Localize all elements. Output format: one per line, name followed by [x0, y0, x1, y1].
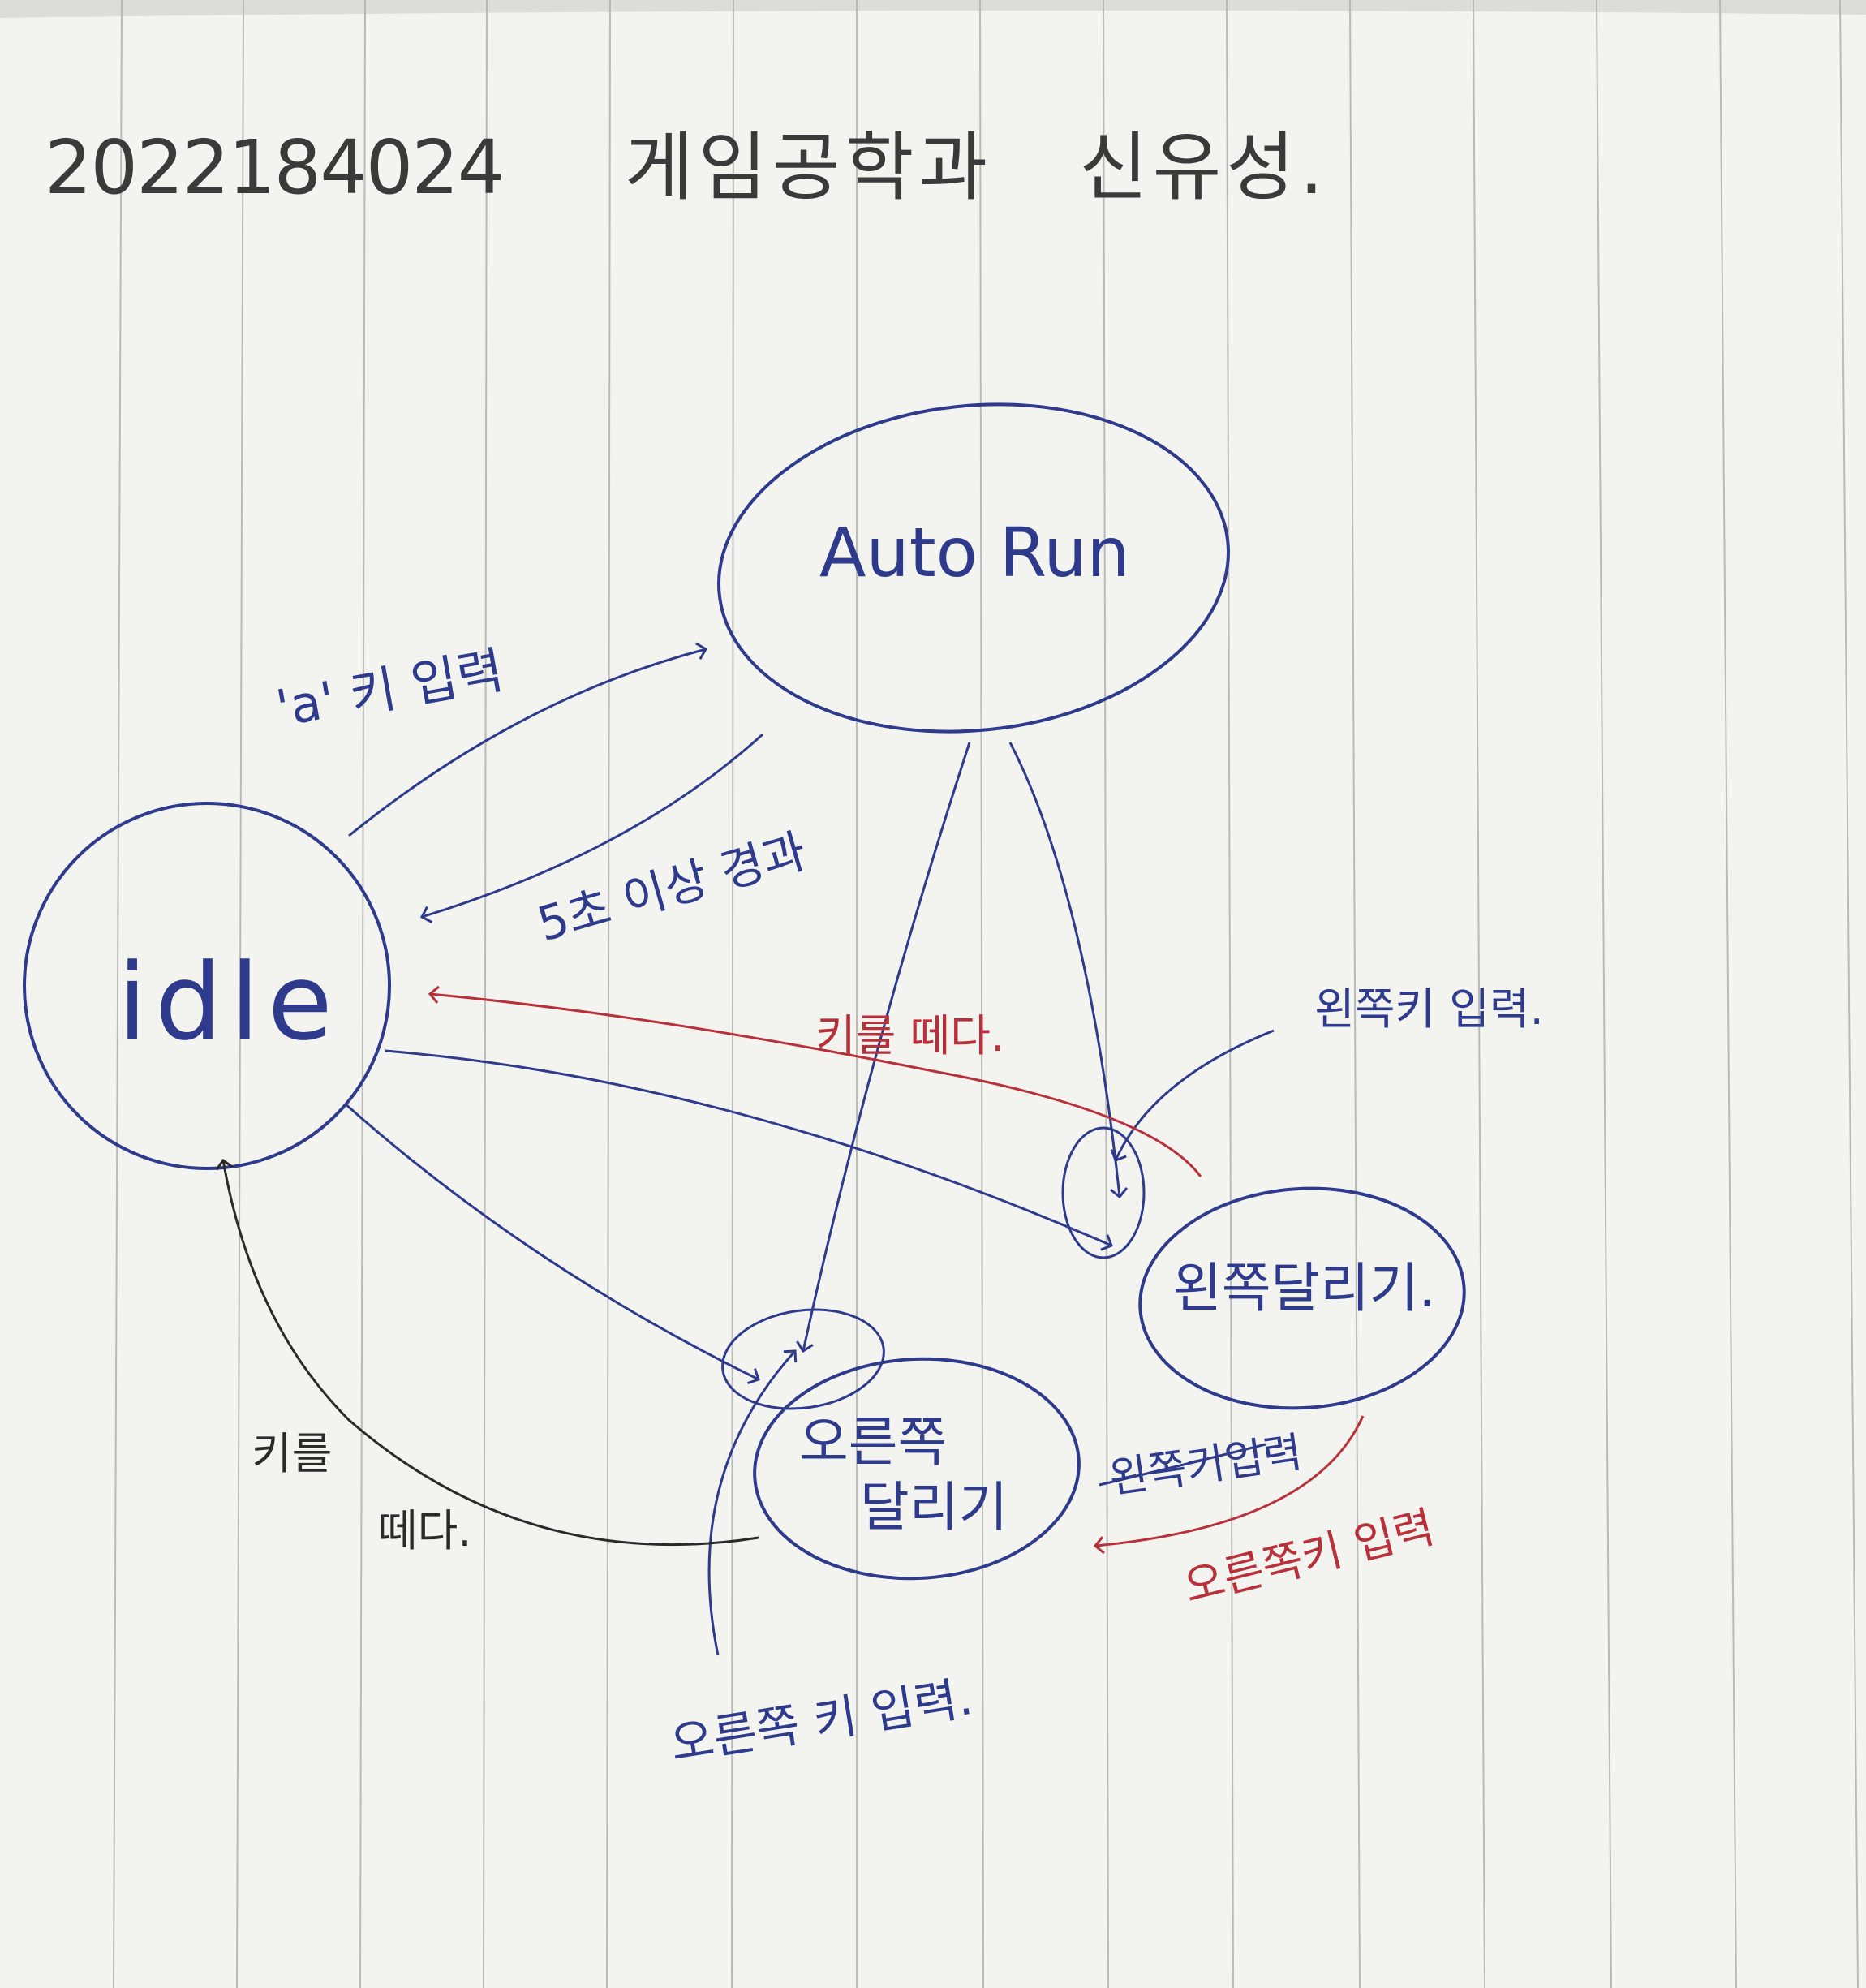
arrow-right-key-red	[1093, 1415, 1365, 1555]
arrow-autorun-to-right-run	[796, 742, 971, 1353]
department: 게임공학과	[625, 124, 992, 211]
junction-circle-right	[721, 1308, 885, 1410]
state-auto-run-label: Auto Run	[819, 513, 1130, 592]
state-idle-label: idle	[118, 940, 341, 1064]
arrow-right-key-input	[707, 1349, 798, 1656]
arrow-idle-to-autorun	[348, 642, 708, 837]
arrow-autorun-to-idle	[419, 733, 764, 923]
arrow-idle-to-right-run	[344, 1102, 760, 1384]
arrow-idle-to-left-run	[385, 1049, 1113, 1251]
state-right-run-circle	[753, 1357, 1081, 1581]
arrow-left-run-release-to-idle	[428, 985, 1202, 1177]
state-auto-run-circle	[717, 402, 1230, 734]
arrow-left-key-input	[1110, 1029, 1275, 1162]
label-left-key-input: 왼쪽키 입력.	[1314, 983, 1544, 1035]
paper-top-edge	[0, 0, 1866, 18]
arrow-autorun-to-left-run	[1008, 742, 1129, 1199]
header: 2022184024 게임공학과 신유성.	[45, 124, 1328, 211]
state-right-run-label-2: 달리기	[860, 1476, 1008, 1538]
label-release-key-black-1: 키를	[252, 1428, 332, 1479]
label-release-key-black-2: 떼다.	[377, 1505, 472, 1556]
state-right-run-label-1: 오른쪽	[799, 1411, 947, 1474]
label-release-key-red: 키를 떼다.	[815, 1010, 1004, 1061]
student-id: 2022184024	[45, 124, 503, 211]
state-left-run-label: 왼쪽달리기.	[1172, 1257, 1436, 1319]
line-left-key-input-2	[1099, 1443, 1266, 1487]
state-left-run-circle	[1138, 1186, 1466, 1410]
junction-circle-left	[1061, 1126, 1146, 1259]
ruled-lines	[113, 0, 1859, 1988]
state-idle-circle	[23, 802, 391, 1170]
author-name: 신유성.	[1079, 124, 1328, 211]
arrow-right-run-release-to-idle	[215, 1158, 759, 1547]
